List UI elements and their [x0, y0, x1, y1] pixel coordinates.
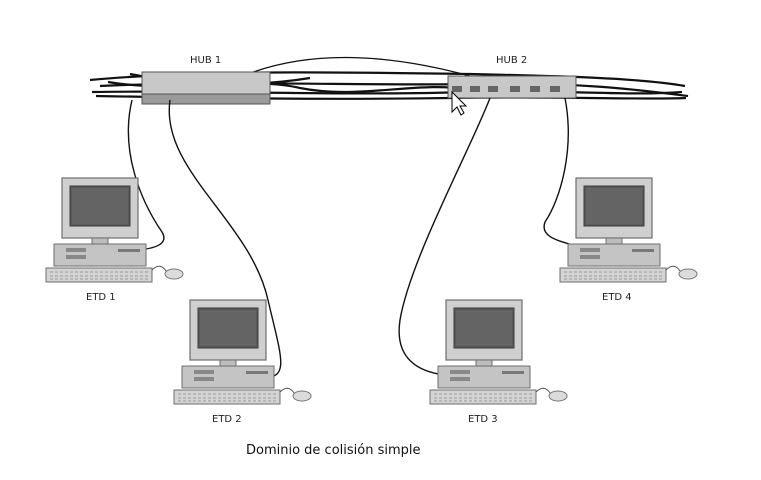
etd-1-computer: [45, 177, 184, 283]
mouse-cursor-icon: [451, 90, 468, 116]
diagram-caption: Dominio de colisión simple: [246, 443, 421, 458]
etd-4-label: ETD 4: [602, 292, 632, 303]
hub-2-device: [447, 75, 577, 99]
hub-2-label: HUB 2: [496, 55, 528, 66]
station-cables: [127, 97, 577, 379]
etd-2-label: ETD 2: [212, 414, 242, 425]
hub-1-label: HUB 1: [190, 55, 222, 66]
etd-1-label: ETD 1: [86, 292, 116, 303]
hub-link-cable: [237, 56, 471, 79]
etd-3-label: ETD 3: [468, 414, 498, 425]
etd-2-computer: [173, 299, 312, 405]
etd-3-computer: [429, 299, 568, 405]
etd-4-computer: [559, 177, 698, 283]
hub-1-device: [141, 71, 271, 105]
